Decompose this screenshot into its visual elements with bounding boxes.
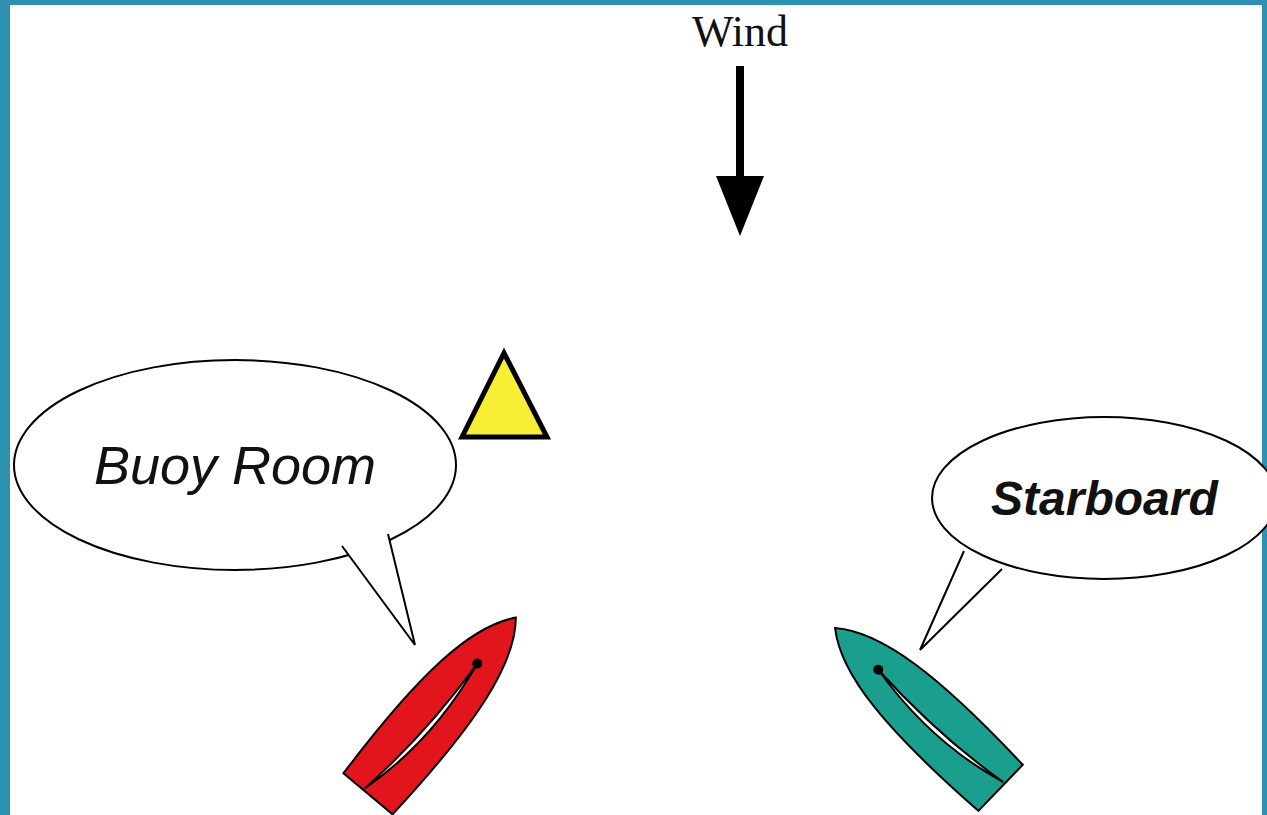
bubble-text: Buoy Room [94, 434, 376, 496]
teal-boat [812, 604, 1024, 812]
boat-sail [365, 660, 483, 797]
boat-hull [812, 604, 1024, 812]
wind-arrow [736, 66, 744, 182]
red-boat [342, 596, 542, 815]
wind-arrowhead [716, 176, 764, 236]
bubble-text: Starboard [991, 471, 1218, 526]
speech-bubble: Buoy Room [12, 358, 458, 572]
mark-buoy [462, 353, 547, 437]
bubble-tail [920, 551, 1002, 650]
bubble-tail-fill [920, 551, 1002, 650]
bubble-ellipse [932, 417, 1267, 579]
boat-mast [470, 657, 484, 671]
boat-mast [871, 663, 885, 677]
wind-label: Wind [692, 6, 788, 57]
boat-sail [874, 665, 1004, 791]
bubble-tail-fill [342, 534, 415, 645]
speech-bubble: Starboard [930, 415, 1267, 581]
bubble-tail [342, 534, 415, 645]
boat-hull [342, 596, 542, 815]
